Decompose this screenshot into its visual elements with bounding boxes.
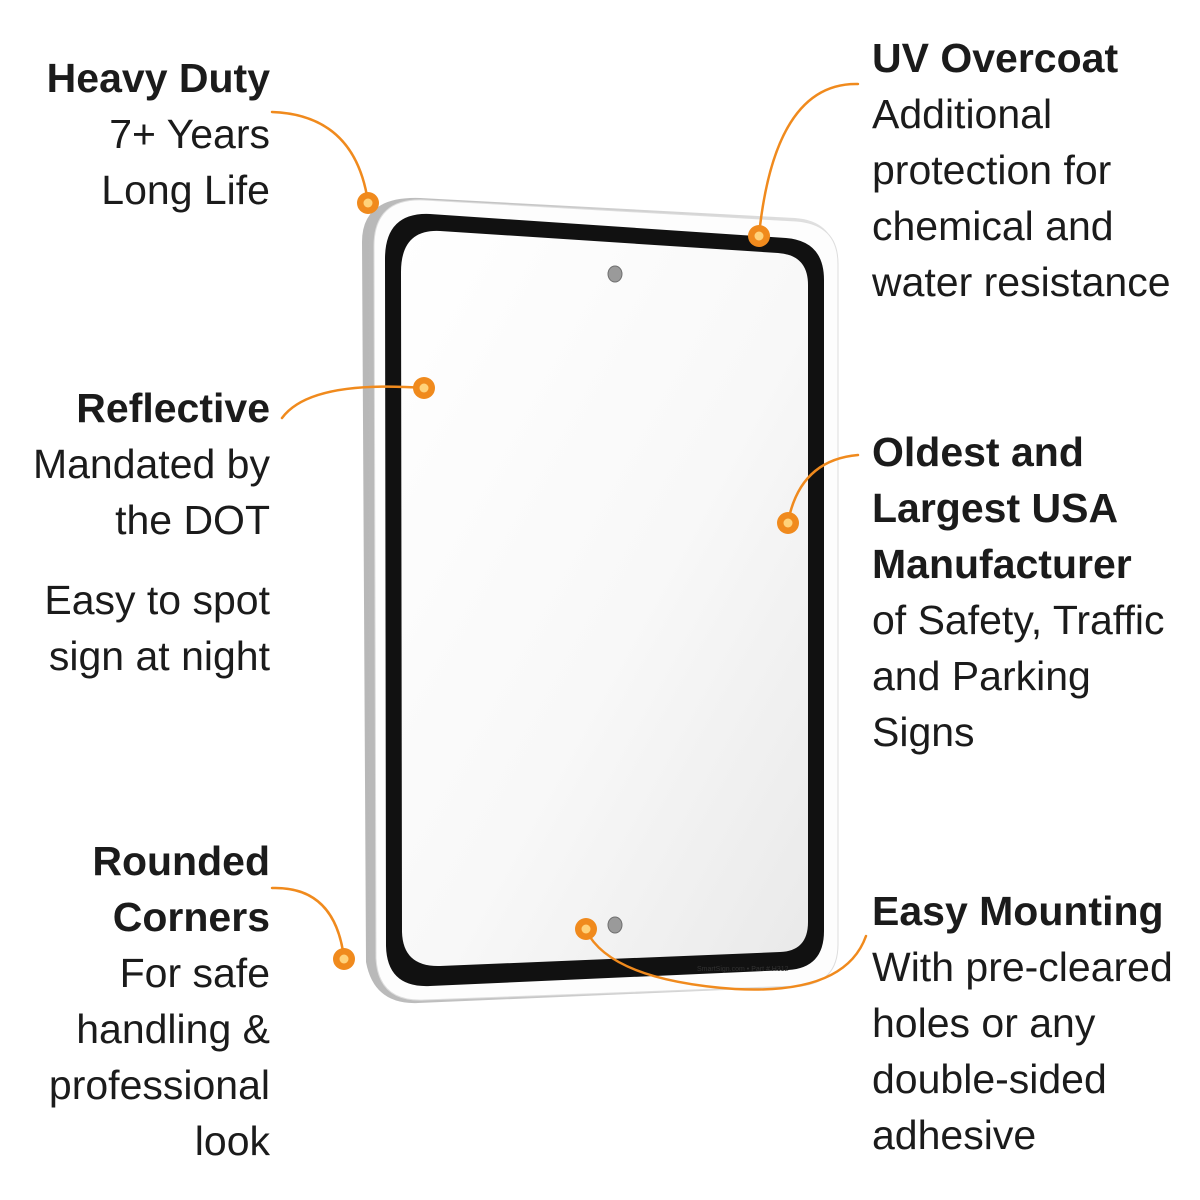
feature-line: For safe (119, 950, 270, 996)
feature-line: holes or any (872, 1000, 1096, 1046)
callout-line-uv-overcoat (757, 82, 860, 237)
feature-line: of Safety, Traffic (872, 597, 1165, 643)
feature-line: protection for (872, 147, 1112, 193)
callout-line-reflective (280, 385, 426, 420)
callout-line-oldest (786, 453, 860, 524)
feature-line: chemical and (872, 203, 1114, 249)
feature-oldest-largest: Oldest and Largest USA Manufacturer of S… (872, 424, 1164, 760)
feature-title: Oldest and (872, 429, 1084, 475)
feature-line: Additional (872, 91, 1053, 137)
feature-title: Manufacturer (872, 541, 1132, 587)
feature-line: sign at night (48, 633, 270, 679)
feature-line: With pre-cleared (872, 944, 1173, 990)
feature-title: Easy Mounting (872, 888, 1164, 934)
bottom-mounting-hole (607, 916, 623, 934)
feature-title: Largest USA (872, 485, 1119, 531)
feature-rounded-corners: Rounded Corners For safe handling & prof… (49, 833, 270, 1169)
callout-line-easy-mounting (584, 928, 868, 991)
sign-inner-panel (401, 230, 808, 967)
feature-uv-overcoat: UV Overcoat Additional protection for ch… (872, 30, 1171, 310)
feature-title: UV Overcoat (872, 35, 1119, 81)
feature-line: Mandated by (32, 441, 270, 487)
feature-line: double-sided (872, 1056, 1107, 1102)
feature-line: Easy to spot (44, 577, 270, 623)
feature-line: Long Life (101, 167, 270, 213)
feature-line: water resistance (872, 259, 1171, 305)
feature-title: Reflective (76, 385, 270, 431)
feature-reflective: Reflective Mandated by the DOT Easy to s… (33, 380, 270, 684)
feature-line: and Parking (872, 653, 1091, 699)
feature-line: adhesive (872, 1112, 1037, 1158)
feature-line: 7+ Years (109, 111, 270, 157)
feature-line: professional (48, 1062, 270, 1108)
callout-line-heavy-duty (270, 110, 370, 204)
sign-credit-text: SmartSign.com • Part # H312 (697, 966, 789, 973)
feature-line: Signs (872, 709, 975, 755)
feature-title: Heavy Duty (46, 55, 270, 101)
feature-heavy-duty: Heavy Duty 7+ Years Long Life (47, 50, 270, 218)
feature-line: handling & (76, 1006, 270, 1052)
callout-line-rounded-corners (270, 886, 346, 960)
top-mounting-hole (607, 265, 623, 283)
feature-line: look (194, 1118, 270, 1164)
feature-line: the DOT (115, 497, 270, 543)
callout-dots (333, 192, 799, 970)
feature-easy-mounting: Easy Mounting With pre-cleared holes or … (872, 883, 1173, 1163)
feature-title: Rounded (92, 838, 270, 884)
feature-title: Corners (112, 894, 270, 940)
